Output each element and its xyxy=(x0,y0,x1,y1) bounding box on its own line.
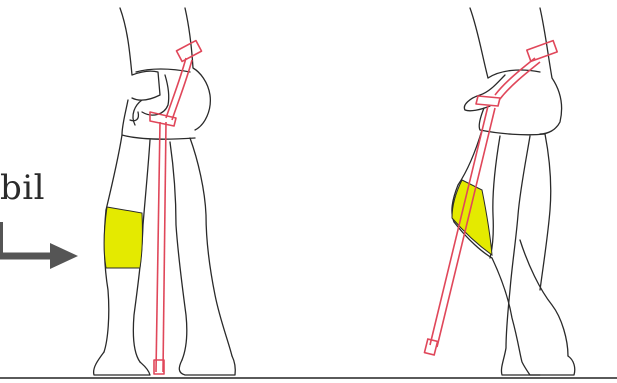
side-label: bil xyxy=(0,168,45,208)
direction-arrow-icon xyxy=(0,222,78,269)
left-knee-highlight xyxy=(104,207,142,268)
right-forearm-crutch xyxy=(424,41,557,355)
right-knee-highlight xyxy=(452,180,492,255)
